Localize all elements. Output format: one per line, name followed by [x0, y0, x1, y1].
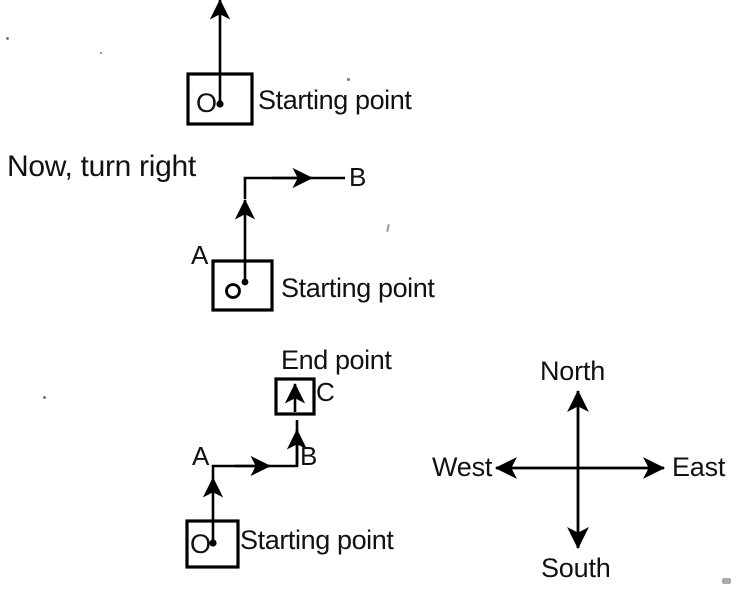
figure-3-origin-label: O	[190, 529, 212, 559]
figure-2-starting-point-caption: Starting point	[281, 273, 435, 303]
figure-1-group	[186, 0, 254, 126]
figure-3-path	[211, 420, 299, 478]
figure-2-turn-path	[243, 176, 345, 199]
figure-3-node-c-label: C	[316, 377, 335, 407]
figure-2-node-b-label: B	[349, 162, 367, 192]
figure-3-node-a-label: A	[192, 441, 210, 471]
figure-2-origin-dot	[241, 278, 249, 286]
compass-west-label: West	[432, 452, 493, 482]
scan-speck	[6, 37, 9, 40]
compass-north-label: North	[540, 356, 606, 386]
instruction-text: Now, turn right	[7, 150, 196, 183]
figure-2-group	[211, 167, 345, 312]
compass-east-label: East	[672, 452, 726, 482]
figure-1-origin-label: O	[196, 88, 218, 118]
figure-3-starting-point-caption: Starting point	[240, 525, 394, 555]
figure-2-start-box	[211, 259, 274, 312]
figure-3-group	[185, 377, 316, 569]
scan-speck	[347, 78, 350, 81]
scan-speck	[722, 578, 731, 584]
scan-speck	[100, 52, 102, 54]
figure-3-node-b-label: B	[300, 441, 318, 471]
scan-speck	[43, 396, 46, 399]
figure-3-end-point-caption: End point	[281, 345, 392, 375]
figure-2-origin-ring	[225, 283, 241, 299]
compass-south-label: South	[541, 553, 611, 583]
compass-rose-group	[494, 389, 666, 550]
figure-2-node-a-label: A	[191, 240, 209, 270]
figure-1-starting-point-caption: Starting point	[258, 85, 412, 115]
figure-3-end-box	[274, 377, 316, 416]
figure-1-origin-dot	[216, 100, 224, 108]
